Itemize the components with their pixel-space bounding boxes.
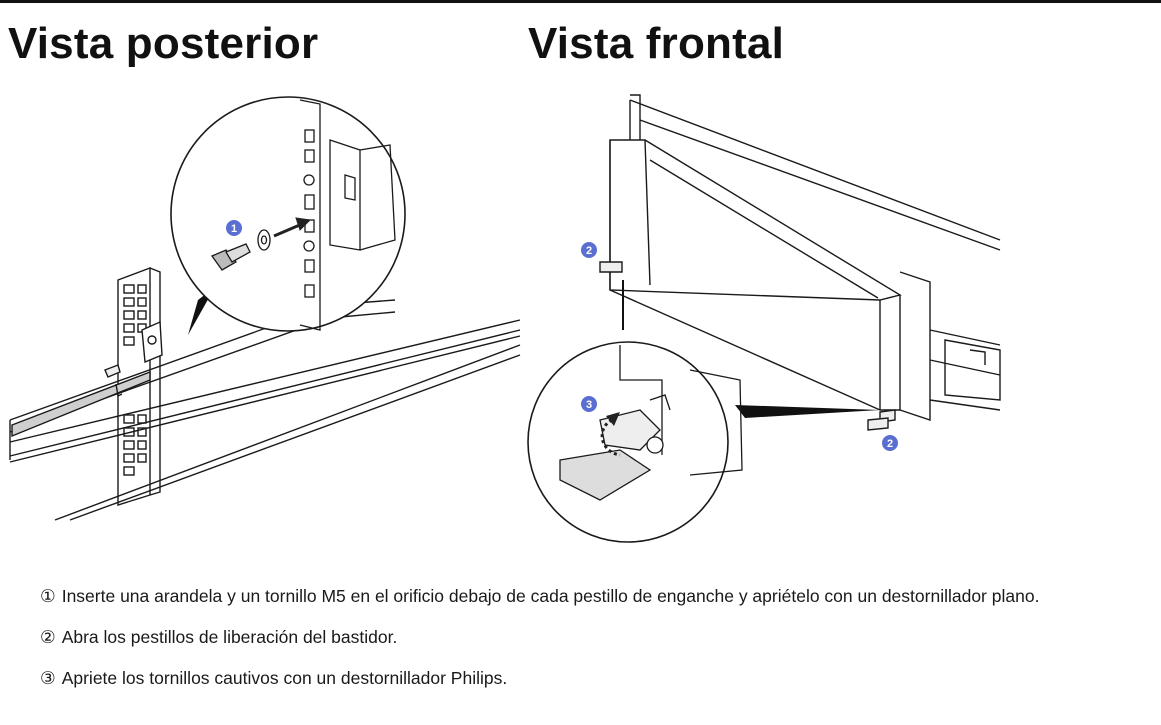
top-rule <box>0 0 1161 3</box>
callout-3: 3 <box>581 396 597 412</box>
callout-2-bottom-label: 2 <box>887 438 893 450</box>
callout-2-bottom: 2 <box>882 435 898 451</box>
callout-3-label: 3 <box>586 399 592 411</box>
front-server-chassis <box>599 94 1001 431</box>
step-3-marker: ③ <box>40 668 56 688</box>
installation-figure: 1 2 2 3 <box>9 94 1001 543</box>
step-1-marker: ① <box>40 586 56 606</box>
callout-2-top: 2 <box>581 242 597 258</box>
callout-2-top-label: 2 <box>586 245 592 257</box>
step-2-text: Abra los pestillos de liberación del bas… <box>61 627 398 647</box>
front-view-heading: Vista frontal <box>528 19 785 68</box>
rear-rack-rails <box>9 266 521 521</box>
step-3-text: Apriete los tornillos cautivos con un de… <box>61 668 508 688</box>
front-zoom-detail <box>527 341 743 543</box>
front-zoom-leader-right <box>735 405 880 418</box>
step-1-text: Inserte una arandela y un tornillo M5 en… <box>61 586 1040 606</box>
rear-zoom-detail <box>170 96 406 332</box>
callout-1-label: 1 <box>231 223 237 235</box>
rear-view-heading: Vista posterior <box>8 19 319 68</box>
step-2-marker: ② <box>40 627 56 647</box>
callout-1: 1 <box>226 220 242 236</box>
